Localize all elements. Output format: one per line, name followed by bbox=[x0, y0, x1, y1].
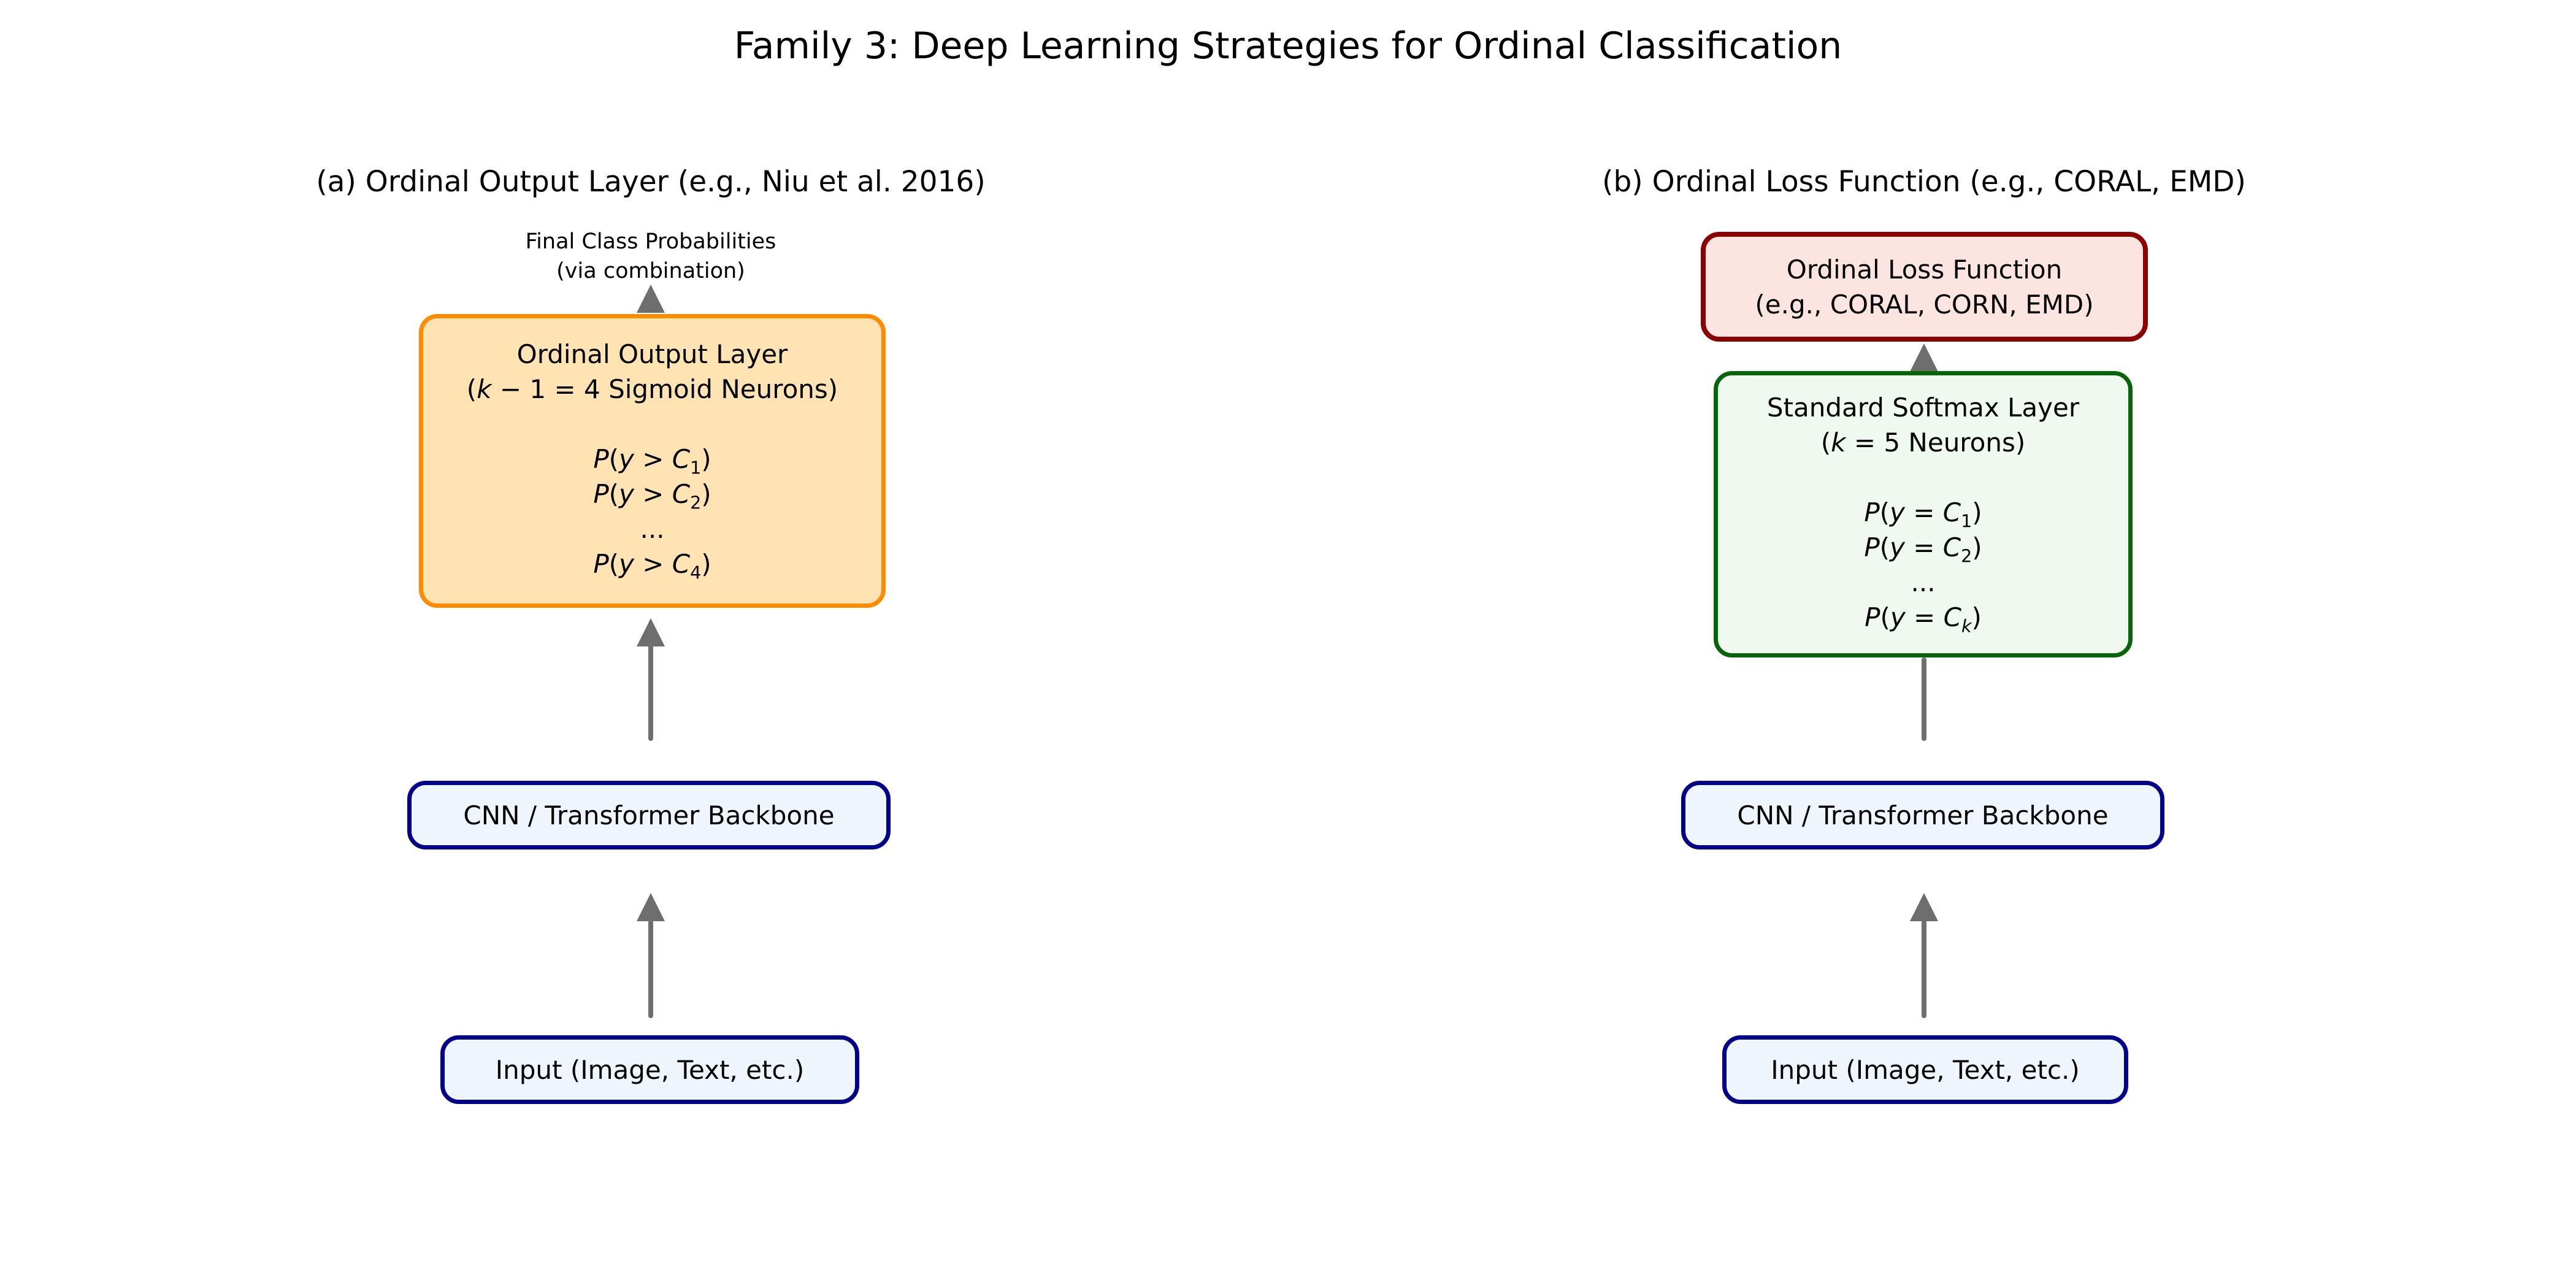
formula-p-y-eq-ck: P(y = Ck) bbox=[1865, 602, 1982, 637]
softmax-box-subtitle: (k = 5 Neurons) bbox=[1820, 427, 2026, 458]
panel-b-softmax-box: Standard Softmax Layer (k = 5 Neurons) P… bbox=[1714, 371, 2133, 657]
panel-a-final-probabilities-caption: Final Class Probabilities (via combinati… bbox=[405, 227, 896, 286]
panel-b-input-box: Input (Image, Text, etc.) bbox=[1722, 1035, 2128, 1104]
panel-a-arrow-backbone-to-output-shaft bbox=[648, 644, 653, 741]
panel-b-arrow-softmax-to-loss-head bbox=[1910, 343, 1938, 372]
panel-b-ordinal-loss-box: Ordinal Loss Function (e.g., CORAL, CORN… bbox=[1701, 232, 2148, 342]
formula-p-y-eq-c1: P(y = C1) bbox=[1864, 497, 1982, 532]
formula-p-y-gt-c4: P(y > C4) bbox=[593, 549, 711, 583]
panel-a-arrow-input-to-backbone-shaft bbox=[648, 920, 653, 1018]
backbone-label: CNN / Transformer Backbone bbox=[1737, 800, 2109, 830]
loss-box-subtitle: (e.g., CORAL, CORN, EMD) bbox=[1755, 289, 2094, 320]
diagram-title: Family 3: Deep Learning Strategies for O… bbox=[734, 25, 1842, 67]
backbone-label: CNN / Transformer Backbone bbox=[463, 800, 835, 830]
softmax-box-title: Standard Softmax Layer bbox=[1766, 393, 2080, 423]
panel-a-ordinal-output-layer-box: Ordinal Output Layer (k − 1 = 4 Sigmoid … bbox=[419, 314, 886, 608]
panel-b-connector-backbone-to-softmax bbox=[1922, 657, 1926, 741]
input-label: Input (Image, Text, etc.) bbox=[495, 1054, 805, 1085]
formula-ellipsis: ... bbox=[640, 514, 665, 544]
formula-p-y-gt-c1: P(y > C1) bbox=[593, 444, 711, 478]
output-box-subtitle: (k − 1 = 4 Sigmoid Neurons) bbox=[466, 374, 838, 404]
panel-a-arrow-backbone-to-output-head bbox=[637, 618, 665, 646]
panel-b-arrow-input-to-backbone-shaft bbox=[1922, 920, 1926, 1018]
panel-a-backbone-box: CNN / Transformer Backbone bbox=[407, 781, 891, 849]
caption-line-2: (via combination) bbox=[556, 259, 745, 283]
panel-a-arrow-output-to-caption-head bbox=[637, 285, 665, 313]
output-box-title: Ordinal Output Layer bbox=[516, 339, 788, 369]
formula-ellipsis: ... bbox=[1911, 567, 1936, 597]
loss-box-title: Ordinal Loss Function bbox=[1786, 254, 2063, 285]
panel-a-heading: (a) Ordinal Output Layer (e.g., Niu et a… bbox=[316, 165, 986, 199]
panel-a-input-box: Input (Image, Text, etc.) bbox=[440, 1035, 859, 1104]
formula-p-y-gt-c2: P(y > C2) bbox=[593, 479, 711, 513]
formula-p-y-eq-c2: P(y = C2) bbox=[1864, 532, 1982, 567]
panel-b-heading: (b) Ordinal Loss Function (e.g., CORAL, … bbox=[1602, 165, 2246, 199]
caption-line-1: Final Class Probabilities bbox=[525, 229, 776, 254]
spacer bbox=[423, 407, 881, 442]
panel-a-arrow-input-to-backbone-head bbox=[637, 893, 665, 921]
panel-b-backbone-box: CNN / Transformer Backbone bbox=[1681, 781, 2164, 849]
panel-b-arrow-input-to-backbone-head bbox=[1910, 893, 1938, 921]
spacer bbox=[1718, 460, 2128, 495]
input-label: Input (Image, Text, etc.) bbox=[1771, 1054, 2080, 1085]
